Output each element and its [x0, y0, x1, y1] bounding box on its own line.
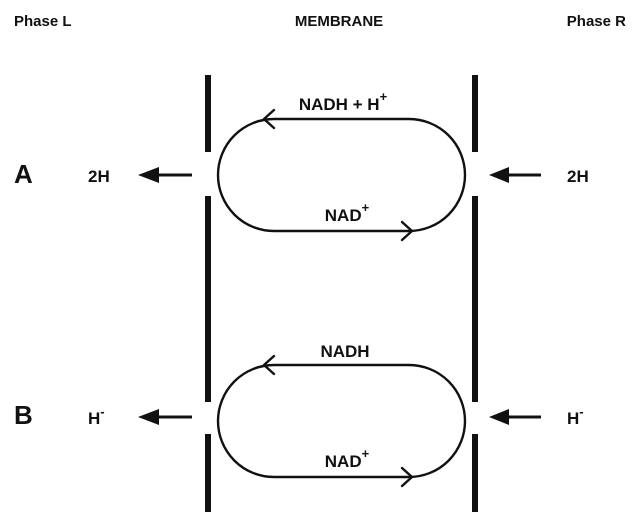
rightward-arrowhead	[400, 466, 414, 488]
right-species: 2H	[567, 167, 589, 186]
carrier-cycle-loop	[216, 117, 467, 233]
phase-right-header: Phase R	[567, 13, 626, 30]
left-species: 2H	[88, 167, 110, 186]
left-arrow	[138, 409, 192, 425]
leftward-arrowhead	[262, 108, 276, 130]
bottom-cycle-label: NAD+	[325, 200, 370, 225]
right-species: H-	[567, 404, 584, 428]
carrier-cycle-loop	[216, 363, 467, 479]
phase-left-header: Phase L	[14, 13, 72, 30]
leftward-arrowhead	[262, 354, 276, 376]
row-a: A 2H 2H NADH + H+ NAD+	[14, 89, 589, 242]
right-arrow	[489, 167, 541, 183]
right-arrow	[489, 409, 541, 425]
row-label: B	[14, 400, 33, 430]
row-b: B H- H- NADH NAD+	[14, 342, 584, 488]
left-species: H-	[88, 404, 105, 428]
top-cycle-label: NADH	[320, 342, 369, 361]
left-arrow	[138, 167, 192, 183]
rightward-arrowhead	[400, 220, 414, 242]
bottom-cycle-label: NAD+	[325, 446, 370, 471]
top-cycle-label: NADH + H+	[299, 89, 388, 114]
membrane-header: MEMBRANE	[295, 13, 383, 30]
row-label: A	[14, 159, 33, 189]
